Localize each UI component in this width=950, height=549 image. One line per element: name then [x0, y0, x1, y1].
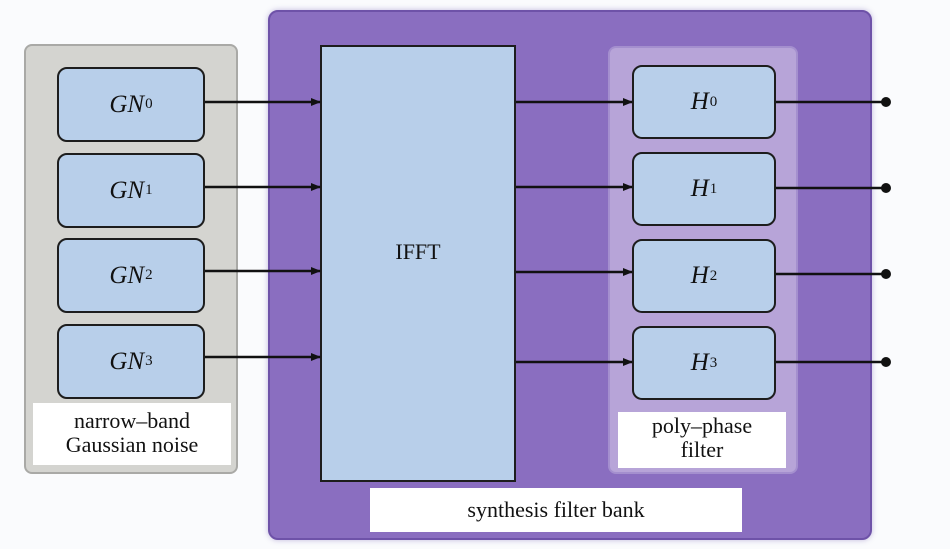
- h2-output-terminal: [881, 269, 891, 279]
- h0-sub: 0: [709, 93, 718, 110]
- h2-base: H: [690, 262, 709, 289]
- gn1-base: GN: [109, 176, 145, 204]
- poly-label-box: poly–phase filter: [618, 412, 786, 468]
- poly-label-line1: poly–phase: [651, 413, 753, 438]
- noise-label-line1: narrow–band: [73, 408, 191, 433]
- gn3-sub: 3: [145, 353, 153, 369]
- synth-label-box: synthesis filter bank: [370, 488, 742, 532]
- h3-output-terminal: [881, 357, 891, 367]
- gn1-sub: 1: [145, 182, 153, 198]
- gn0-base: GN: [109, 90, 145, 118]
- gn2-sub: 2: [145, 267, 153, 283]
- h1-base: H: [690, 175, 709, 202]
- ifft-block: IFFT: [320, 45, 516, 482]
- poly-label-line2: filter: [680, 437, 724, 462]
- h3-sub: 3: [709, 354, 718, 371]
- noise-label-line2: Gaussian noise: [65, 432, 199, 457]
- h0-base: H: [690, 88, 709, 115]
- h1-output-terminal: [881, 183, 891, 193]
- h3-base: H: [690, 349, 709, 376]
- noise-label-box: narrow–band Gaussian noise: [33, 403, 231, 465]
- ifft-label: IFFT: [395, 239, 441, 264]
- synth-label: synthesis filter bank: [467, 497, 645, 522]
- h2-sub: 2: [709, 267, 718, 284]
- h0-output-terminal: [881, 97, 891, 107]
- gn0-sub: 0: [145, 96, 153, 112]
- gn3-base: GN: [109, 347, 145, 375]
- h1-sub: 1: [709, 180, 718, 197]
- gn2-base: GN: [109, 261, 145, 289]
